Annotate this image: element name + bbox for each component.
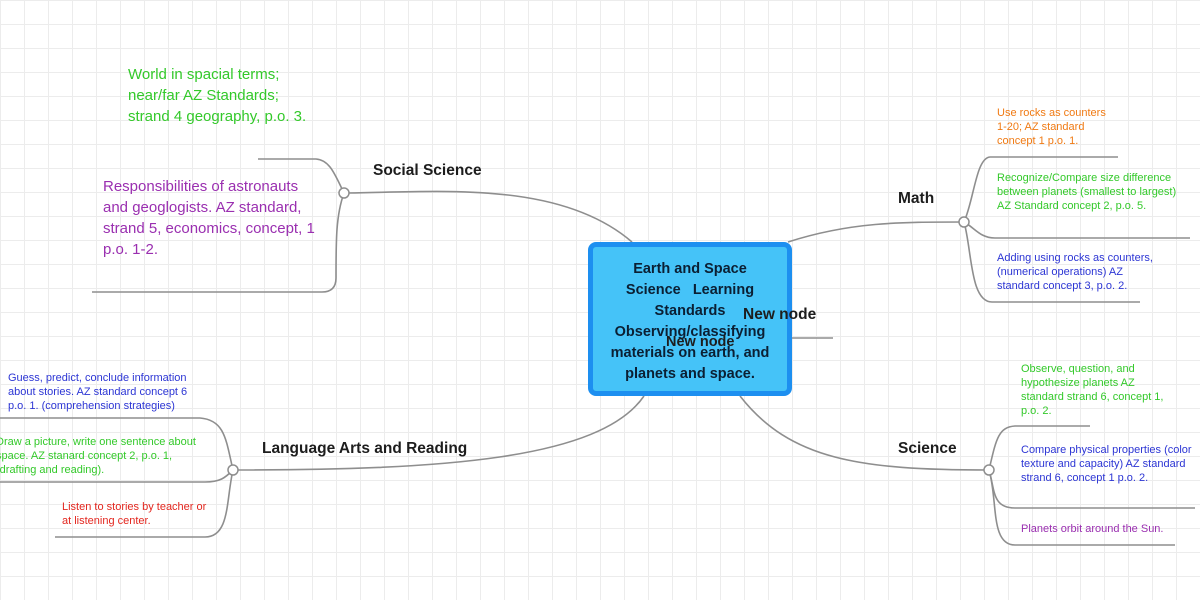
social-science-note-1[interactable]: World in spacial terms; near/far AZ Stan… (128, 66, 307, 125)
language-arts-note-3[interactable]: Listen to stories by teacher or at liste… (62, 501, 207, 527)
math-note-2[interactable]: Recognize/Compare size difference betwee… (997, 172, 1177, 212)
link-central-science (739, 395, 990, 471)
link-central-social-science (343, 190, 633, 243)
math-note-1[interactable]: Use rocks as counters 1-20; AZ standard … (997, 107, 1106, 147)
language-arts-knob[interactable] (227, 464, 239, 476)
new-node-right[interactable]: New node (743, 306, 817, 323)
language-arts-note-2[interactable]: Draw a picture, write one sentence about… (0, 436, 196, 476)
link-language-arts-note-1 (0, 417, 234, 471)
topic-math[interactable]: Math (898, 190, 935, 207)
link-science-note-3 (988, 469, 1175, 546)
central-topic-line: Earth and Space (633, 261, 747, 277)
central-topic-line: planets and space. (625, 366, 755, 382)
link-social-science-note-1 (258, 158, 345, 194)
math-knob[interactable] (958, 216, 970, 228)
social-science-knob[interactable] (338, 187, 350, 199)
central-topic-line: Science Learning (625, 282, 755, 298)
link-central-language-arts (232, 395, 645, 471)
link-central-math (787, 221, 965, 243)
central-topic-line: materials on earth, and (610, 345, 770, 361)
social-science-note-2[interactable]: Responsibilities of astronauts and geogl… (103, 178, 315, 258)
topic-social-science[interactable]: Social Science (373, 162, 482, 179)
new-node-overlap[interactable]: New node (666, 334, 735, 350)
link-language-arts-note-3 (55, 469, 234, 538)
link-math-note-1 (963, 156, 1118, 223)
topic-language-arts[interactable]: Language Arts and Reading (262, 440, 468, 457)
language-arts-note-1[interactable]: Guess, predict, conclude information abo… (8, 372, 188, 412)
science-note-2[interactable]: Compare physical properties (color textu… (1021, 444, 1192, 484)
science-knob[interactable] (983, 464, 995, 476)
link-science-note-1 (988, 425, 1090, 471)
science-note-3[interactable]: Planets orbit around the Sun. (1021, 523, 1164, 535)
central-topic[interactable]: Earth and Space Science Learning Standar… (588, 242, 792, 396)
link-social-science-note-2 (92, 192, 345, 293)
link-math-note-2 (963, 221, 1190, 239)
math-note-3[interactable]: Adding using rocks as counters, (numeric… (997, 252, 1153, 292)
central-topic-line: Observing/classifying (614, 324, 766, 340)
link-math-note-3 (963, 221, 1140, 303)
central-topic-line: Standards (654, 303, 726, 319)
science-note-1[interactable]: Observe, question, and hypothesize plane… (1021, 363, 1164, 417)
topic-science[interactable]: Science (898, 440, 957, 457)
